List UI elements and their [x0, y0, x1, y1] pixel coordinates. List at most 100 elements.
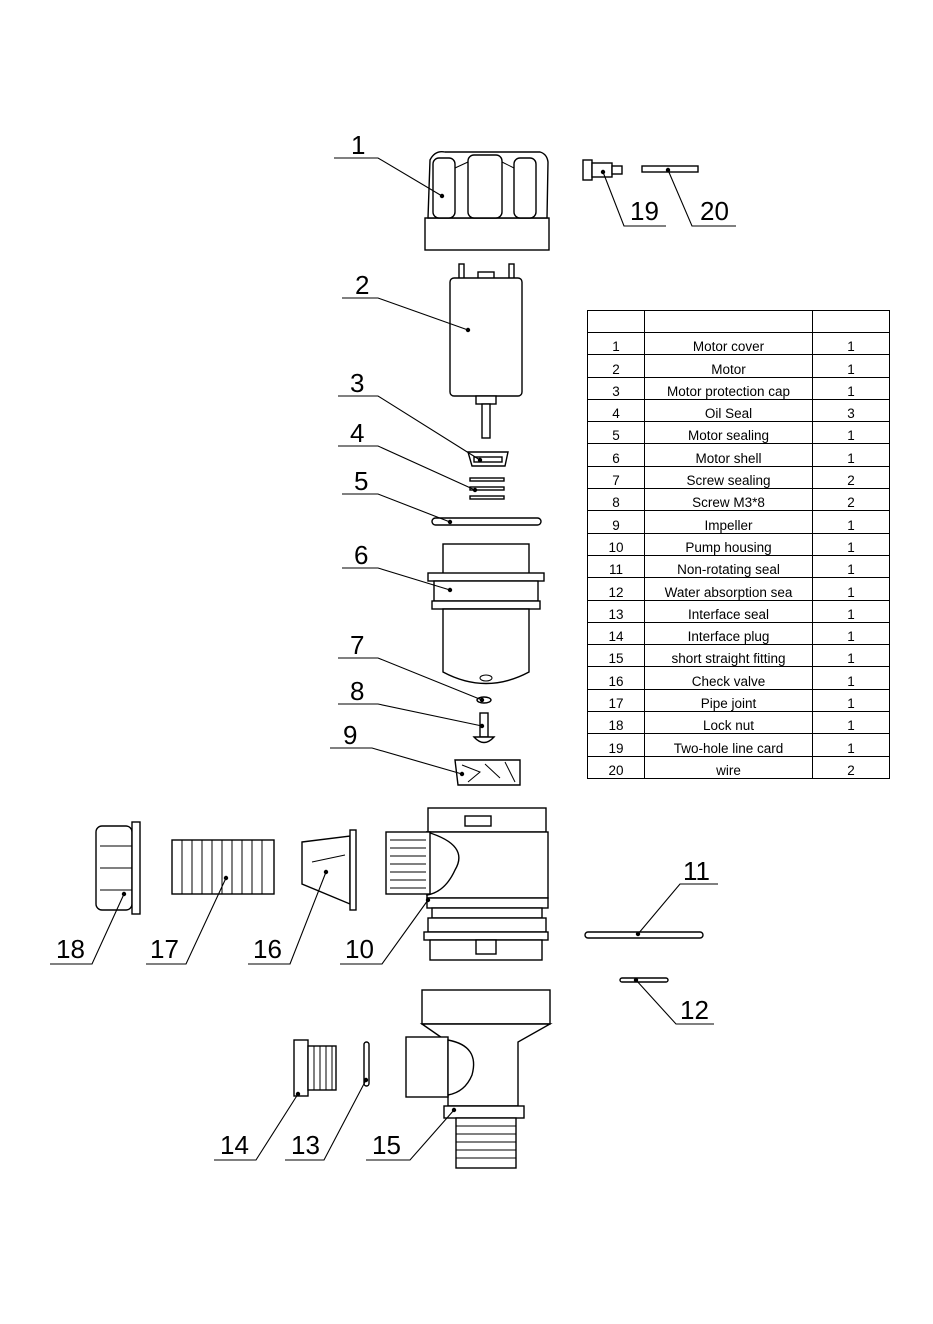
cell-name: Two-hole line card — [644, 733, 813, 757]
cell-no: 16 — [587, 666, 645, 690]
cell-qty: 1 — [812, 577, 890, 601]
cell-no: 19 — [587, 733, 645, 757]
cell-name: Impeller — [644, 510, 813, 534]
cell-name: Lock nut — [644, 711, 813, 735]
cell-qty: 1 — [812, 376, 890, 400]
cell-no: 15 — [587, 644, 645, 668]
cell-no: 8 — [587, 488, 645, 512]
callout-9: 9 — [343, 720, 357, 750]
callout-5: 5 — [354, 466, 368, 496]
callout-8: 8 — [350, 676, 364, 706]
part-motor-sealing — [431, 517, 542, 526]
cell-no: 2 — [587, 354, 645, 378]
header-name — [644, 310, 813, 333]
cell-qty: 2 — [812, 755, 890, 779]
header-qty — [812, 310, 890, 333]
part-impeller — [454, 759, 521, 786]
cell-no: 17 — [587, 688, 645, 713]
cell-no: 6 — [587, 443, 645, 467]
cell-qty: 1 — [812, 621, 890, 646]
cell-no: 4 — [587, 398, 645, 423]
cell-no: 1 — [587, 331, 645, 356]
leader-lines — [50, 157, 736, 1161]
part-short-straight-fitting — [405, 989, 553, 1169]
callout-15: 15 — [372, 1130, 401, 1160]
cell-no: 10 — [587, 532, 645, 556]
cell-qty: 1 — [812, 510, 890, 534]
part-pump-housing — [385, 807, 549, 961]
callout-11: 11 — [683, 856, 710, 886]
cell-qty: 2 — [812, 488, 890, 512]
callout-2: 2 — [355, 270, 369, 300]
cell-qty: 1 — [812, 644, 890, 668]
part-motor-cover — [424, 150, 550, 251]
cell-name: Pump housing — [644, 532, 813, 556]
cell-name: Interface plug — [644, 621, 813, 646]
cell-no: 18 — [587, 711, 645, 735]
callout-3: 3 — [350, 368, 364, 398]
cell-qty: 1 — [812, 331, 890, 356]
part-interface-seal — [363, 1041, 370, 1087]
cell-qty: 2 — [812, 465, 890, 490]
cell-qty: 1 — [812, 666, 890, 690]
part-motor-shell — [427, 543, 545, 685]
part-pipe-joint — [171, 839, 275, 895]
cell-no: 5 — [587, 421, 645, 445]
cell-name: Screw sealing — [644, 465, 813, 490]
part-motor — [449, 263, 523, 439]
callout-16: 16 — [253, 934, 282, 964]
cell-no: 11 — [587, 554, 645, 579]
cell-qty: 1 — [812, 711, 890, 735]
callout-17: 17 — [150, 934, 179, 964]
part-non-rotating-seal — [584, 931, 704, 939]
cell-no: 9 — [587, 510, 645, 534]
cell-no: 20 — [587, 755, 645, 779]
callout-1: 1 — [351, 130, 365, 160]
table-header-row — [587, 310, 890, 333]
cell-name: Motor protection cap — [644, 376, 813, 400]
cell-qty: 1 — [812, 599, 890, 623]
header-no — [587, 310, 645, 333]
part-interface-plug — [293, 1039, 337, 1097]
cell-name: short straight fitting — [644, 644, 813, 668]
callout-14: 14 — [220, 1130, 249, 1160]
cell-name: Screw M3*8 — [644, 488, 813, 512]
callout-4: 4 — [350, 418, 364, 448]
cell-no: 14 — [587, 621, 645, 646]
callout-6: 6 — [354, 540, 368, 570]
cell-qty: 1 — [812, 421, 890, 445]
callout-18: 18 — [56, 934, 85, 964]
cell-qty: 3 — [812, 398, 890, 423]
cell-qty: 1 — [812, 532, 890, 556]
cell-qty: 1 — [812, 733, 890, 757]
callout-13: 13 — [291, 1130, 320, 1160]
callout-20: 20 — [700, 196, 729, 226]
cell-name: Oil Seal — [644, 398, 813, 423]
cell-name: Motor — [644, 354, 813, 378]
callout-labels: 1 2 3 4 5 6 7 8 9 10 11 12 13 14 15 16 1… — [56, 130, 729, 1160]
part-screw — [472, 712, 496, 744]
cell-name: Check valve — [644, 666, 813, 690]
part-wire — [641, 165, 699, 173]
callout-12: 12 — [680, 995, 709, 1025]
part-check-valve — [301, 829, 357, 911]
cell-no: 3 — [587, 376, 645, 400]
